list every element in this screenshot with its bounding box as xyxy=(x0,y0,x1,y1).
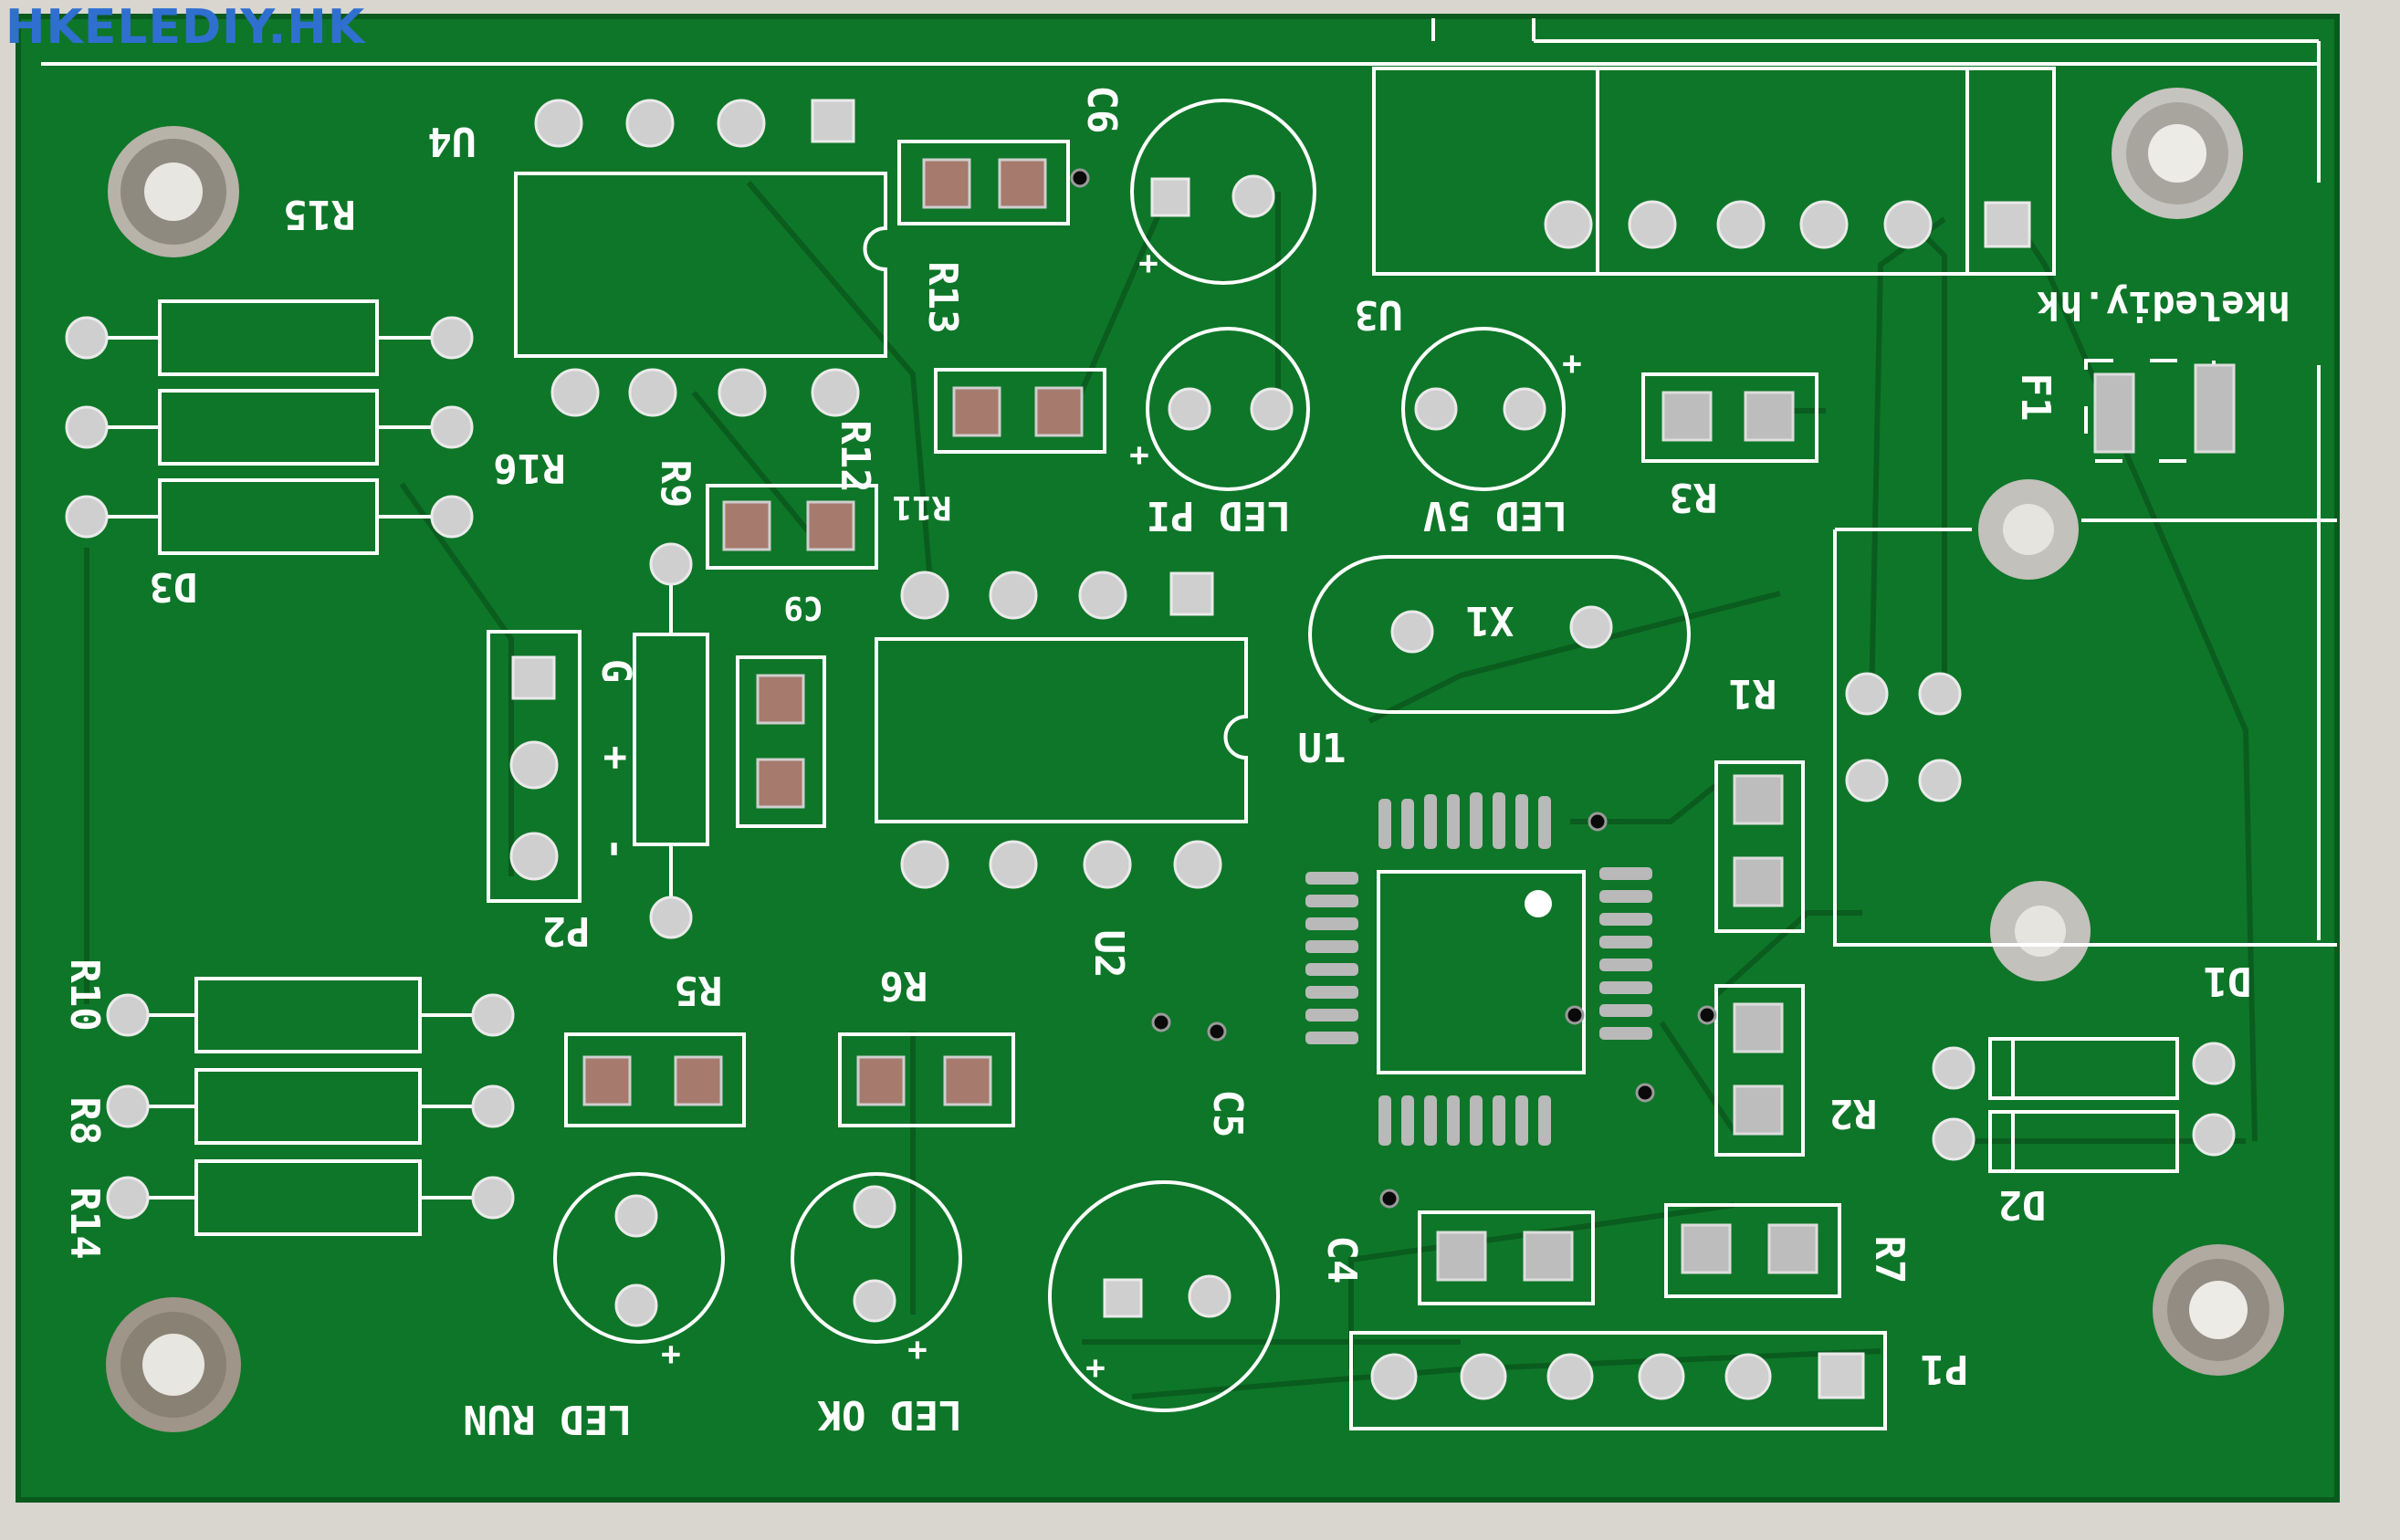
label-u4: U4 xyxy=(428,118,477,164)
svg-text:+: + xyxy=(1085,1349,1106,1387)
label-r9: R9 xyxy=(652,460,698,508)
label-led-5v: LED 5V xyxy=(1423,492,1568,539)
label-d2: D2 xyxy=(1998,1181,2047,1228)
label-led-run: LED RUN xyxy=(463,1396,632,1442)
mounting-hole-usb-top xyxy=(1978,479,2079,580)
label-x1: X1 xyxy=(1466,597,1514,644)
svg-text:+: + xyxy=(1129,436,1149,474)
label-r3: R3 xyxy=(1670,474,1718,520)
svg-text:+: + xyxy=(1138,245,1158,282)
mounting-hole-usb-bottom xyxy=(1990,881,2091,981)
label-r2: R2 xyxy=(1829,1090,1878,1137)
label-f1: F1 xyxy=(2012,373,2059,422)
mounting-hole-bottom-left xyxy=(106,1297,241,1432)
label-r5: R5 xyxy=(675,967,723,1013)
label-u3: U3 xyxy=(1355,291,1403,338)
label-u1: U1 xyxy=(1298,726,1347,772)
label-p2: P2 xyxy=(542,907,591,954)
mounting-hole-bottom-right xyxy=(2153,1244,2284,1376)
label-c4: C4 xyxy=(1318,1236,1365,1284)
smd-pads xyxy=(582,158,1084,1106)
mounting-holes xyxy=(106,88,2284,1432)
svg-text:+: + xyxy=(1562,345,1582,382)
pin1-marker xyxy=(1525,890,1552,917)
label-plus: + xyxy=(592,746,639,770)
pcb-board xyxy=(18,16,2337,1500)
mounting-hole-top-left xyxy=(108,126,239,257)
component-outlines xyxy=(87,67,2337,1430)
silkscreen-labels: U4 R15 R16 D3 R13 C6 R9 R12 R11 C9 LED P… xyxy=(61,86,2290,1442)
label-r6: R6 xyxy=(880,962,928,1009)
label-r14: R14 xyxy=(61,1187,108,1259)
watermark-text: HKELEDIY.HK xyxy=(5,0,366,55)
label-minus: - xyxy=(592,837,639,862)
label-u2: U2 xyxy=(1085,930,1132,979)
label-r13: R13 xyxy=(919,261,966,333)
label-led-pi: LED PI xyxy=(1147,492,1292,539)
mounting-hole-top-right xyxy=(2112,88,2243,219)
svg-text:+: + xyxy=(661,1336,681,1373)
label-c9: C9 xyxy=(783,589,823,626)
label-p1: P1 xyxy=(1921,1346,1969,1392)
label-r7: R7 xyxy=(1866,1236,1913,1284)
label-r8: R8 xyxy=(61,1097,108,1146)
smd-pads-silver xyxy=(1436,363,2236,1282)
label-led-ok: LED OK xyxy=(817,1391,962,1438)
board-outline-silkscreen xyxy=(41,18,2321,940)
label-r15: R15 xyxy=(283,191,355,237)
vias xyxy=(1070,168,1717,1209)
qfp-pins-u1 xyxy=(1305,792,1652,1146)
label-url: hkelediy.hk xyxy=(2037,283,2290,328)
label-r16: R16 xyxy=(493,445,565,491)
label-r1: R1 xyxy=(1729,670,1777,717)
label-r10: R10 xyxy=(61,959,108,1031)
label-g: G xyxy=(592,659,639,684)
through-hole-pads xyxy=(65,99,2236,1400)
label-c5: C5 xyxy=(1204,1090,1251,1138)
label-r11: R11 xyxy=(892,488,951,526)
svg-text:+: + xyxy=(907,1331,928,1368)
label-c6: C6 xyxy=(1078,86,1125,134)
label-r12: R12 xyxy=(832,420,878,492)
label-d1: D1 xyxy=(2204,958,2252,1004)
polarity-marks: + + + + + + xyxy=(661,245,1582,1387)
label-d3: D3 xyxy=(150,563,198,610)
